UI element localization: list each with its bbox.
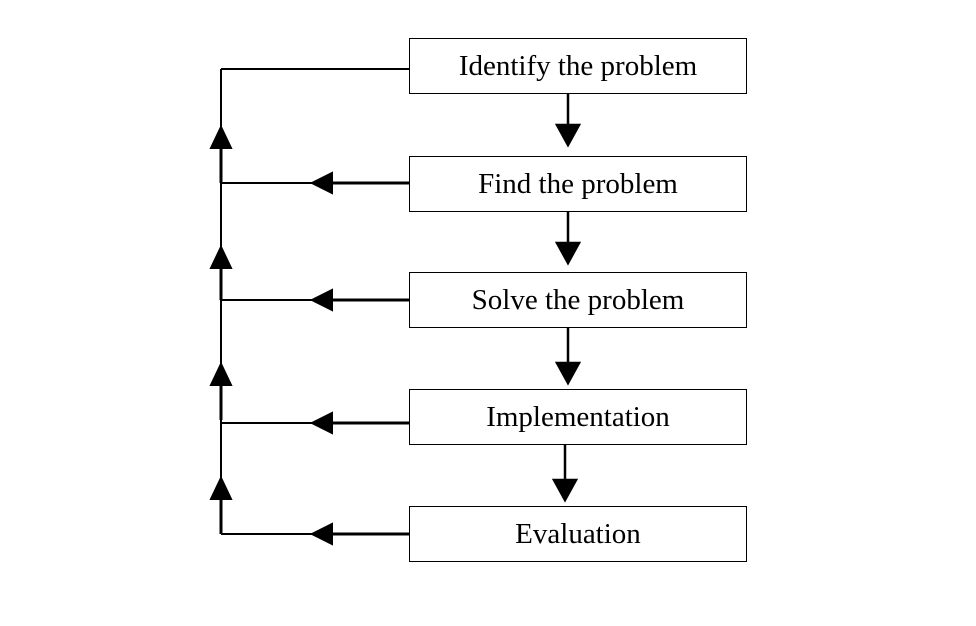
step-solve-the-problem: Solve the problem [409, 272, 747, 328]
step-label: Evaluation [515, 517, 641, 550]
left-arrow-implementation [221, 411, 409, 435]
step-label: Find the problem [478, 167, 678, 200]
up-arrow-3 [209, 361, 233, 420]
step-implementation: Implementation [409, 389, 747, 445]
down-arrows [551, 86, 582, 503]
feedback-loop [209, 68, 409, 546]
up-arrow-2 [209, 244, 233, 300]
up-arrow-4 [209, 475, 233, 534]
down-arrow-3 [554, 322, 582, 386]
left-arrow-evaluation [221, 522, 409, 546]
left-arrow-find [221, 171, 409, 195]
step-label: Implementation [486, 400, 670, 433]
step-label: Identify the problem [458, 49, 698, 82]
left-arrow-solve [221, 288, 409, 312]
step-identify-the-problem: Identify the problem [409, 38, 747, 94]
up-arrow-1 [209, 124, 233, 183]
down-arrow-4 [551, 440, 579, 503]
step-label: Solve the problem [471, 283, 685, 316]
step-find-the-problem: Find the problem [409, 156, 747, 212]
step-evaluation: Evaluation [409, 506, 747, 562]
down-arrow-2 [554, 204, 582, 266]
down-arrow-1 [554, 86, 582, 148]
